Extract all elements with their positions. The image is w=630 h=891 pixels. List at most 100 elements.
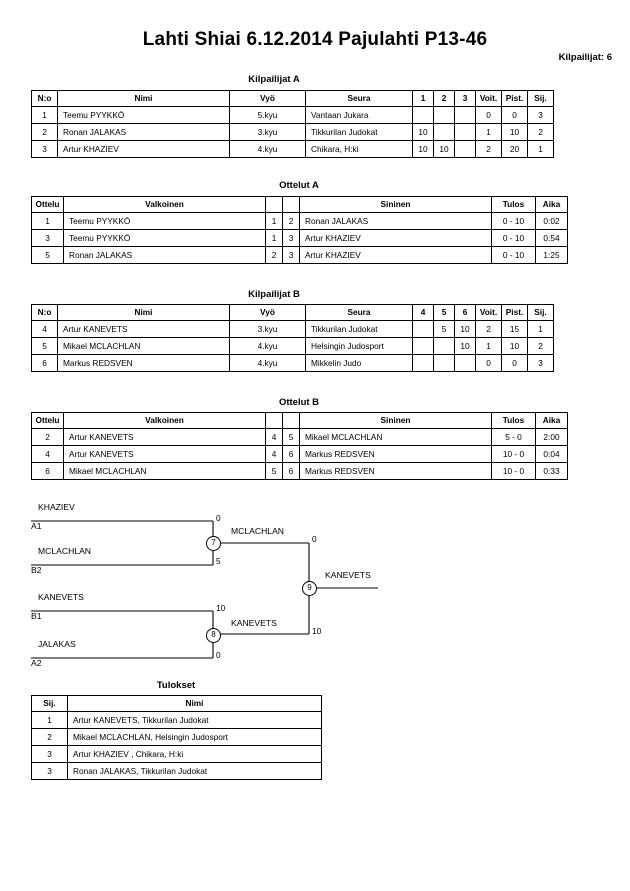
- table-header-row: Sij. Nimi: [31, 695, 322, 712]
- cell-white: Artur KANEVETS: [63, 428, 266, 446]
- cell-blue-no: 6: [282, 462, 300, 480]
- cell-club: Helsingin Judosport: [305, 337, 413, 355]
- table-row: 1 Artur KANEVETS, Tikkurilan Judokat: [31, 711, 322, 729]
- cell-white-no: 4: [265, 428, 283, 446]
- table-row: 2 Ronan JALAKAS 3.kyu Tikkurilan Judokat…: [31, 123, 554, 141]
- cell-wins: 1: [475, 123, 502, 141]
- table-row: 4 Artur KANEVETS 4 6 Markus REDSVEN 10 -…: [31, 445, 568, 463]
- cell-blue: Markus REDSVEN: [299, 462, 492, 480]
- table-row: 3 Ronan JALAKAS, Tikkurilan Judokat: [31, 762, 322, 780]
- cell-match-no: 6: [31, 462, 64, 480]
- col-name: Nimi: [67, 695, 322, 712]
- table-row: 2 Mikael MCLACHLAN, Helsingin Judosport: [31, 728, 322, 746]
- cell-blue-no: 3: [282, 246, 300, 264]
- cell-name: Artur KANEVETS, Tikkurilan Judokat: [67, 711, 322, 729]
- col-m1: 4: [412, 304, 434, 321]
- results-table: Sij. Nimi 1 Artur KANEVETS, Tikkurilan J…: [31, 695, 322, 780]
- cell-match-no: 3: [31, 229, 64, 247]
- col-club: Seura: [305, 304, 413, 321]
- bracket-entry-seed-3: B1: [31, 611, 42, 621]
- cell-blue-no: 2: [282, 212, 300, 230]
- cell-m1: [412, 354, 434, 372]
- cell-name: Mikael MCLACHLAN, Helsingin Judosport: [67, 728, 322, 746]
- cell-no: 6: [31, 354, 58, 372]
- col-rank: Sij.: [527, 304, 554, 321]
- table-header-row: Ottelu Valkoinen Sininen Tulos Aika: [31, 412, 568, 429]
- cell-belt: 4.kyu: [229, 337, 306, 355]
- col-belt: Vyö: [229, 90, 306, 107]
- col-result: Tulos: [491, 412, 536, 429]
- cell-white-no: 2: [265, 246, 283, 264]
- bracket-entry-seed-4: A2: [31, 658, 42, 668]
- cell-time: 0:33: [535, 462, 568, 480]
- cell-belt: 4.kyu: [229, 354, 306, 372]
- cell-rank: 3: [527, 354, 554, 372]
- cell-name: Ronan JALAKAS: [57, 123, 230, 141]
- cell-m3: 10: [454, 320, 476, 338]
- cell-white: Artur KANEVETS: [63, 445, 266, 463]
- bracket-node-8: 8: [206, 628, 221, 643]
- cell-rank: 1: [527, 140, 554, 158]
- cell-blue: Mikael MCLACHLAN: [299, 428, 492, 446]
- cell-name: Teemu PYYKKÖ: [57, 106, 230, 124]
- cell-rank: 2: [527, 337, 554, 355]
- cell-rank: 2: [31, 728, 68, 746]
- col-white-no: [265, 196, 283, 213]
- bracket-entry-name-2: MCLACHLAN: [38, 546, 92, 556]
- col-blue-no: [282, 412, 300, 429]
- matches-b-caption: Ottelut B: [278, 397, 320, 408]
- cell-belt: 3.kyu: [229, 320, 306, 338]
- cell-no: 4: [31, 320, 58, 338]
- cell-blue: Ronan JALAKAS: [299, 212, 492, 230]
- cell-blue: Artur KHAZIEV: [299, 246, 492, 264]
- col-points: Pist.: [501, 304, 528, 321]
- cell-m2: [433, 337, 455, 355]
- cell-no: 2: [31, 123, 58, 141]
- cell-name: Artur KHAZIEV: [57, 140, 230, 158]
- col-match-no: Ottelu: [31, 412, 64, 429]
- cell-club: Mikkelin Judo: [305, 354, 413, 372]
- table-row: 3 Teemu PYYKKÖ 1 3 Artur KHAZIEV 0 - 10 …: [31, 229, 568, 247]
- cell-name: Artur KANEVETS: [57, 320, 230, 338]
- bracket-entry-seed-1: A1: [31, 521, 42, 531]
- cell-blue: Markus REDSVEN: [299, 445, 492, 463]
- cell-m3: [454, 354, 476, 372]
- col-time: Aika: [535, 196, 568, 213]
- col-m2: 2: [433, 90, 455, 107]
- col-m2: 5: [433, 304, 455, 321]
- cell-m1: [412, 106, 434, 124]
- col-time: Aika: [535, 412, 568, 429]
- bracket-sf-score-7: 0: [312, 534, 317, 544]
- col-m3: 6: [454, 304, 476, 321]
- cell-m3: [454, 106, 476, 124]
- cell-white-no: 5: [265, 462, 283, 480]
- cell-m2: [433, 106, 455, 124]
- cell-m2: 10: [433, 140, 455, 158]
- cell-rank: 1: [31, 711, 68, 729]
- page-title: Lahti Shiai 6.12.2014 Pajulahti P13-46: [142, 29, 488, 50]
- cell-wins: 2: [475, 320, 502, 338]
- col-match-no: Ottelu: [31, 196, 64, 213]
- bracket-entry-name-3: KANEVETS: [38, 592, 84, 602]
- table-row: 5 Mikael MCLACHLAN 4.kyu Helsingin Judos…: [31, 337, 554, 355]
- cell-rank: 3: [31, 745, 68, 763]
- bracket-node-9: 9: [302, 581, 317, 596]
- results-caption: Tulokset: [156, 680, 196, 691]
- cell-belt: 4.kyu: [229, 140, 306, 158]
- cell-name: Artur KHAZIEV , Chikara, H:ki: [67, 745, 322, 763]
- col-club: Seura: [305, 90, 413, 107]
- cell-match-no: 5: [31, 246, 64, 264]
- cell-club: Vantaan Jukara: [305, 106, 413, 124]
- col-white-no: [265, 412, 283, 429]
- col-belt: Vyö: [229, 304, 306, 321]
- cell-belt: 3.kyu: [229, 123, 306, 141]
- col-white: Valkoinen: [63, 196, 266, 213]
- bracket-entry-score-1: 0: [216, 513, 221, 523]
- cell-white-no: 1: [265, 229, 283, 247]
- bracket-sf-score-8: 10: [312, 626, 322, 636]
- cell-result: 0 - 10: [491, 229, 536, 247]
- pool-b-caption: Kilpailijat B: [248, 289, 300, 300]
- cell-m3: [454, 123, 476, 141]
- cell-time: 2:00: [535, 428, 568, 446]
- cell-m1: [412, 320, 434, 338]
